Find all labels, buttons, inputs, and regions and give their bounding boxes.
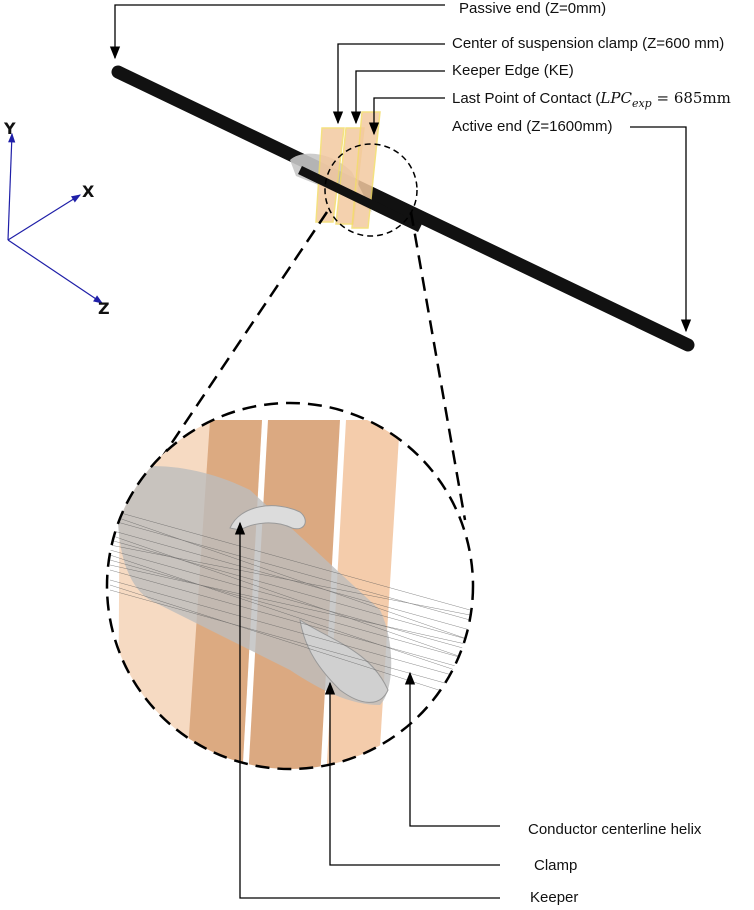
coordinate-axes — [7, 132, 103, 304]
conductor-helix-bundle — [109, 509, 471, 701]
label-last-point-contact: Last Point of Contact (LPCexp = 685mm — [452, 89, 731, 113]
label-clamp-center: Center of suspension clamp (Z=600 mm) — [452, 35, 725, 52]
y-axis — [7, 132, 16, 241]
leader-conductor-helix — [404, 671, 500, 827]
zoom-keeper-curl — [229, 505, 306, 531]
zoom-detail — [107, 403, 473, 769]
label-lpc-value: = 685mm — [651, 89, 731, 107]
x-axis — [7, 194, 82, 241]
plane-clamp-center — [315, 127, 345, 223]
label-conductor-helix: Conductor centerline helix — [528, 821, 702, 838]
label-lpc-symbol: LPCexp — [600, 89, 652, 110]
axis-label-x: X — [82, 182, 95, 201]
zoom-connector-right — [409, 211, 467, 521]
label-lpc-sub: exp — [631, 97, 652, 110]
conductor-rod-front — [298, 165, 422, 233]
label-lpc-prefix: Last Point of Contact ( — [452, 90, 601, 107]
label-lpc-symbol-text: LPC — [600, 89, 632, 107]
label-passive-end: Passive end (Z=0mm) — [459, 0, 607, 17]
label-clamp: Clamp — [534, 857, 578, 874]
axis-label-z: Z — [98, 299, 110, 318]
leader-last-point-contact — [368, 97, 445, 136]
z-axis — [7, 239, 103, 304]
leader-clamp — [324, 681, 500, 866]
leader-keeper — [234, 521, 500, 899]
zoom-clamp-lip — [299, 618, 389, 703]
label-keeper-edge: Keeper Edge (KE) — [452, 62, 574, 79]
focus-circle — [324, 143, 418, 237]
leader-active-end — [630, 126, 692, 333]
axis-label-y: Y — [4, 119, 16, 138]
conductor-overview — [111, 65, 695, 352]
label-keeper: Keeper — [530, 889, 579, 906]
leader-clamp-center — [332, 43, 445, 125]
zoom-circle-outline — [105, 401, 475, 771]
leader-keeper-edge — [350, 70, 445, 125]
conductor-rod — [111, 65, 695, 352]
label-active-end: Active end (Z=1600mm) — [452, 118, 613, 135]
leader-passive-end — [109, 4, 445, 60]
